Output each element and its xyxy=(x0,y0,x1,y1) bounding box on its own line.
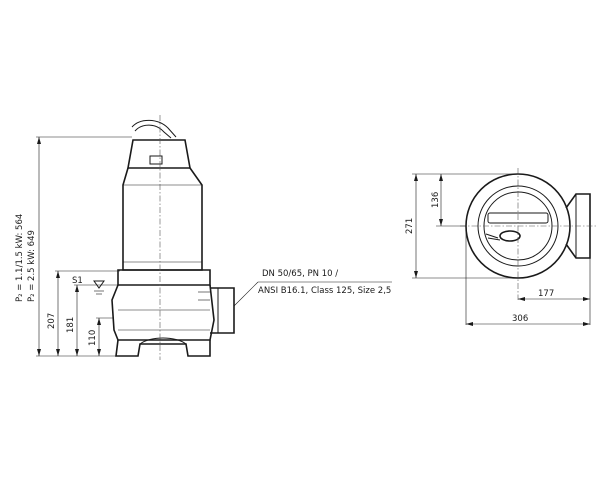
dim-136-label: 136 xyxy=(431,192,441,208)
pump-casing xyxy=(111,284,215,341)
pump-side-view: S1 P₂ = 1.1/1.5 kW: 564 P₂ = 2.5 kW: 649… xyxy=(15,115,235,360)
water-level-label: S1 xyxy=(72,276,83,286)
power-label-2: P₂ = 2.5 kW: 649 xyxy=(27,230,37,302)
connection-note-line2: ANSI B16.1, Class 125, Size 2,5 xyxy=(258,286,391,296)
water-level-triangle xyxy=(93,280,105,289)
pump-feet xyxy=(115,339,211,357)
pump-neck xyxy=(117,269,211,286)
top-cable-gland xyxy=(499,230,521,242)
dim-110-label: 110 xyxy=(88,330,98,346)
note-leader xyxy=(233,281,259,307)
dim-306-label: 306 xyxy=(512,314,528,324)
dim-181-label: 181 xyxy=(66,317,76,333)
power-label-1: P₂ = 1.1/1.5 kW: 564 xyxy=(15,214,25,302)
connection-note: DN 50/65, PN 10 / ANSI B16.1, Class 125,… xyxy=(233,269,392,307)
motor-housing xyxy=(122,167,203,271)
dim-177-label: 177 xyxy=(538,289,554,299)
dim-271-label: 271 xyxy=(405,218,415,234)
dim-207-label: 207 xyxy=(47,313,57,329)
cable-handle xyxy=(131,119,177,139)
cable-gland xyxy=(149,155,163,165)
connection-note-line1: DN 50/65, PN 10 / xyxy=(262,269,338,279)
discharge-flange xyxy=(210,287,235,334)
pump-top-view: 136 271 177 306 xyxy=(405,168,596,326)
